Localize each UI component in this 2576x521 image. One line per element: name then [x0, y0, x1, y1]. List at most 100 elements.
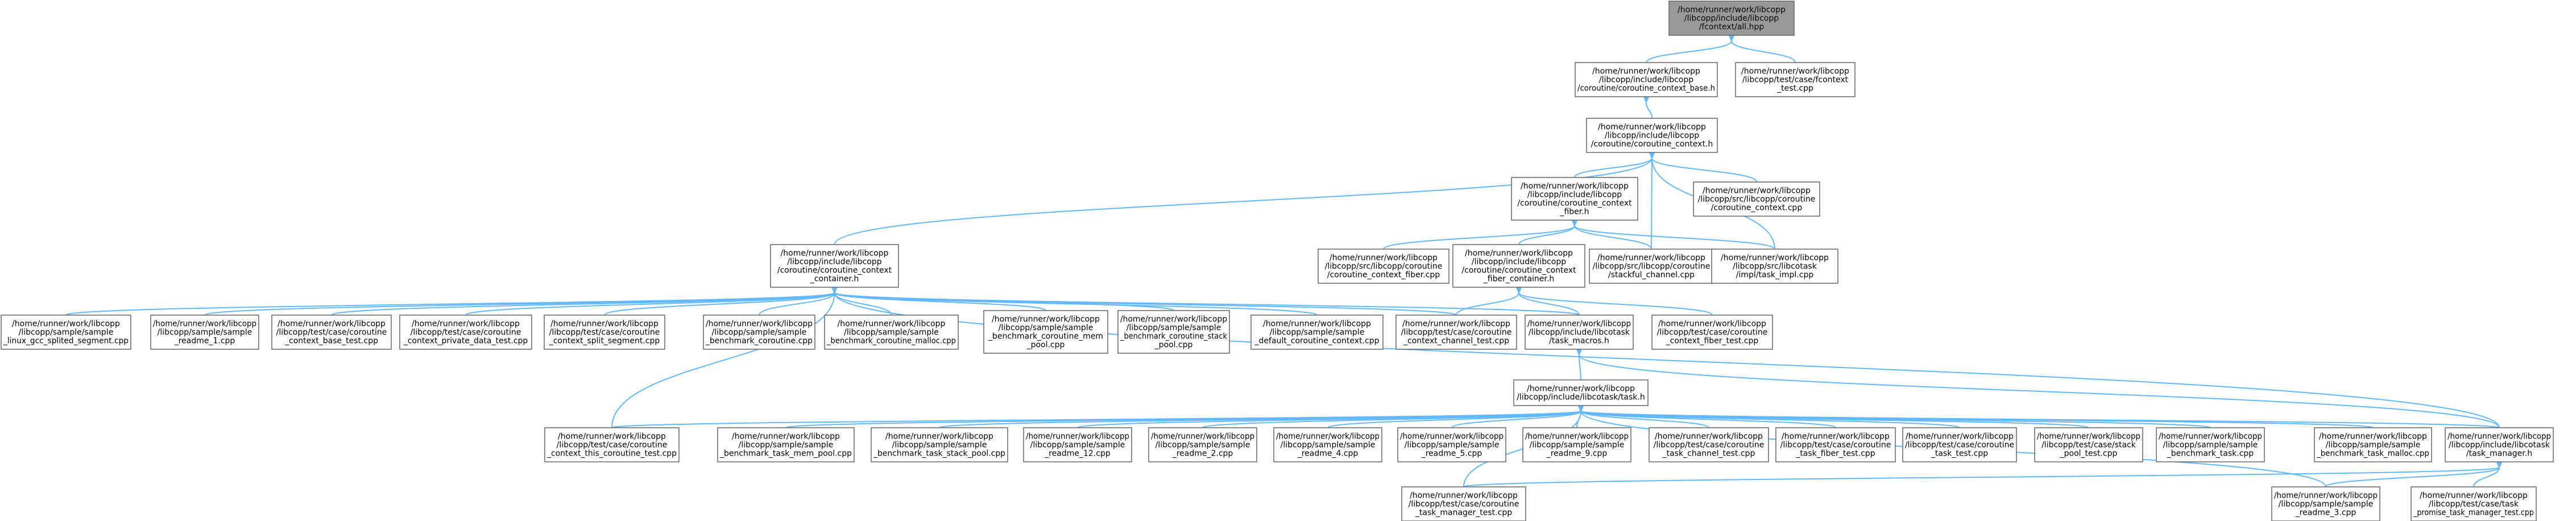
- file-node[interactable]: /home/runner/work/libcopp/libcopp/sample…: [717, 427, 855, 462]
- node-label-line: /libcopp/sample/sample: [739, 441, 834, 450]
- file-node[interactable]: /home/runner/work/libcopp/libcopp/sample…: [1273, 427, 1382, 462]
- dependency-edge: [1579, 355, 2500, 428]
- file-node[interactable]: /home/runner/work/libcopp/libcopp/test/c…: [1902, 427, 2017, 462]
- node-label-line: _task_manager_test.cpp: [1415, 508, 1512, 518]
- node-label-line: /coroutine/coroutine_context.h: [1591, 140, 1713, 149]
- node-label-line: /home/runner/work/libcopp: [1906, 432, 2014, 441]
- file-node[interactable]: /home/runner/work/libcopp/libcopp/sample…: [703, 315, 815, 350]
- file-node[interactable]: /home/runner/work/libcopp/libcopp/includ…: [1513, 379, 1649, 406]
- node-box: [1668, 1, 1795, 36]
- node-label-line: _benchmark_task_stack_pool.cpp: [873, 449, 1005, 458]
- node-label-line: /libcopp/sample/sample: [1530, 441, 1625, 450]
- node-label-line: /libcopp/include/libcopp: [1605, 131, 1699, 140]
- file-node[interactable]: /home/runner/work/libcopp/libcopp/sample…: [2156, 427, 2265, 462]
- node-box: [1522, 427, 1631, 462]
- file-node[interactable]: /home/runner/work/libcopp/libcopp/test/c…: [1395, 315, 1517, 350]
- dependency-edge: [1202, 411, 1581, 428]
- node-label-line: /coroutine/coroutine_context: [777, 266, 892, 275]
- file-node[interactable]: /home/runner/work/libcopp/libcopp/src/li…: [1693, 181, 1820, 217]
- dependency-edge: [834, 158, 1653, 245]
- file-node[interactable]: /home/runner/work/libcopp/libcopp/sample…: [1023, 427, 1132, 462]
- node-label-line: /libcopp/test/case/coroutine: [1780, 441, 1891, 450]
- file-node[interactable]: /home/runner/work/libcopp/libcopp/sample…: [871, 427, 1008, 462]
- node-label-line: _context_split_segment.cpp: [549, 337, 660, 346]
- file-node[interactable]: /home/runner/work/libcopp/libcopp/sample…: [1117, 310, 1230, 354]
- dependency-edge: [611, 293, 835, 428]
- file-node[interactable]: /home/runner/work/libcopp/libcopp/sample…: [1, 315, 131, 350]
- file-node[interactable]: /home/runner/work/libcopp/libcopp/includ…: [1511, 177, 1638, 221]
- file-node[interactable]: /home/runner/work/libcopp/libcopp/sample…: [1522, 427, 1631, 462]
- file-node[interactable]: /home/runner/work/libcopp/libcopp/src/li…: [1589, 249, 1714, 284]
- node-label-line: _test.cpp: [1776, 84, 1813, 93]
- node-label-line: /libcopp/test/case/coroutine: [1657, 328, 1768, 337]
- file-node[interactable]: /home/runner/work/libcopp/libcopp/sample…: [150, 315, 259, 350]
- file-node[interactable]: /home/runner/work/libcopp/libcopp/sample…: [2271, 486, 2380, 521]
- node-label-line: _linux_gcc_splited_segment.cpp: [3, 337, 129, 346]
- file-node[interactable]: /home/runner/work/libcopp/libcopp/includ…: [1586, 118, 1718, 153]
- file-node[interactable]: /home/runner/work/libcopp/libcopp/test/c…: [2034, 427, 2143, 462]
- file-node[interactable]: /home/runner/work/libcopp/libcopp/includ…: [2445, 427, 2554, 462]
- dependency-edge: [1651, 158, 1652, 250]
- node-label-line: /home/runner/work/libcopp: [1597, 254, 1705, 263]
- node-label-line: /libcopp/test/case/stack: [2041, 441, 2136, 450]
- file-node[interactable]: /home/runner/work/libcopp/libcopp/test/c…: [544, 315, 665, 350]
- node-label-line: /home/runner/work/libcopp: [781, 249, 889, 258]
- file-node[interactable]: /home/runner/work/libcopp/libcopp/sample…: [1148, 427, 1257, 462]
- node-box: [1575, 62, 1718, 97]
- node-box: [2034, 427, 2143, 462]
- node-box: [1693, 181, 1820, 217]
- node-label-line: _benchmark_coroutine_stack: [1120, 332, 1228, 341]
- node-label-line: /home/runner/work/libcopp: [1330, 254, 1438, 263]
- node-label-line: /libcopp/sample/sample: [999, 324, 1094, 333]
- file-node[interactable]: /home/runner/work/libcopp/libcopp/test/c…: [1649, 427, 1769, 462]
- node-label-line: /coroutine/coroutine_context: [1461, 266, 1576, 275]
- node-box: [703, 315, 815, 350]
- node-box: [1395, 315, 1517, 350]
- node-label-line: /home/runner/work/libcopp: [153, 320, 256, 329]
- file-node[interactable]: /home/runner/work/libcopp/libcopp/sample…: [2314, 427, 2432, 462]
- dependency-edge: [1646, 102, 1653, 119]
- node-label-line: _readme_1.cpp: [174, 337, 235, 346]
- file-node[interactable]: /home/runner/work/libcopp/libcopp/includ…: [770, 244, 899, 288]
- node-box: [1775, 427, 1896, 462]
- file-node[interactable]: /home/runner/work/libcopp/libcopp/sample…: [983, 310, 1108, 354]
- node-label-line: _task_channel_test.cpp: [1662, 449, 1755, 458]
- node-label-line: /stackful_channel.cpp: [1608, 271, 1695, 280]
- node-box: [1525, 315, 1634, 350]
- dependency-edge: [1581, 411, 2211, 428]
- file-node[interactable]: /home/runner/work/libcopp/libcopp/test/c…: [399, 315, 532, 350]
- node-label-line: _readme_4.cpp: [1297, 449, 1359, 458]
- node-label-line: /home/runner/work/libcopp: [1521, 182, 1629, 191]
- dependency-edge: [1519, 293, 1580, 316]
- file-node[interactable]: /home/runner/work/libcopp/libcopp/includ…: [1452, 244, 1585, 288]
- file-node[interactable]: /home/runner/work/libcopp/libcopp/src/li…: [1711, 249, 1838, 284]
- node-label-line: _benchmark_coroutine_mem: [988, 332, 1103, 341]
- node-label-line: /coroutine/coroutine_context_base.h: [1577, 84, 1715, 93]
- file-node[interactable]: /home/runner/work/libcopp/libcopp/test/c…: [1651, 315, 1773, 350]
- file-node[interactable]: /home/runner/work/libcopp/libcopp/test/c…: [1735, 62, 1856, 97]
- node-label-line: _fiber.h: [1559, 208, 1589, 217]
- file-node[interactable]: /home/runner/work/libcopp/libcopp/test/c…: [1775, 427, 1896, 462]
- node-label-line: /libcopp/test/case/coroutine: [276, 328, 387, 337]
- node-label-line: /home/runner/work/libcopp: [1026, 432, 1129, 441]
- dependency-edge: [1581, 411, 2500, 428]
- file-node[interactable]: /home/runner/work/libcopp/libcopp/sample…: [1250, 315, 1384, 350]
- file-node[interactable]: /home/runner/work/libcopp/libcopp/sample…: [824, 315, 959, 350]
- file-node[interactable]: /home/runner/work/libcopp/libcopp/test/c…: [1401, 486, 1526, 521]
- node-box: [1397, 427, 1506, 462]
- node-label-line: /libcopp/sample/sample: [1156, 441, 1250, 450]
- file-node[interactable]: /home/runner/work/libcopp/libcopp/src/li…: [1318, 249, 1449, 284]
- file-node[interactable]: /home/runner/work/libcopp/libcopp/includ…: [1525, 315, 1634, 350]
- node-label-line: /coroutine/coroutine_context: [1517, 199, 1632, 208]
- node-label-line: /home/runner/work/libcopp: [992, 315, 1100, 324]
- file-node[interactable]: /home/runner/work/libcopp/libcopp/sample…: [1397, 427, 1506, 462]
- file-node[interactable]: /home/runner/work/libcopp/libcopp/includ…: [1575, 62, 1718, 97]
- file-node[interactable]: /home/runner/work/libcopp/libcopp/test/c…: [544, 427, 680, 462]
- node-label-line: /home/runner/work/libcopp: [2319, 432, 2427, 441]
- root-file-node[interactable]: /home/runner/work/libcopp/libcopp/includ…: [1668, 1, 1795, 36]
- node-label-line: _benchmark_coroutine.cpp: [705, 337, 813, 346]
- file-node[interactable]: /home/runner/work/libcopp/libcopp/test/c…: [2411, 486, 2537, 521]
- file-node[interactable]: /home/runner/work/libcopp/libcopp/test/c…: [271, 315, 392, 350]
- dependency-edge: [835, 293, 1046, 311]
